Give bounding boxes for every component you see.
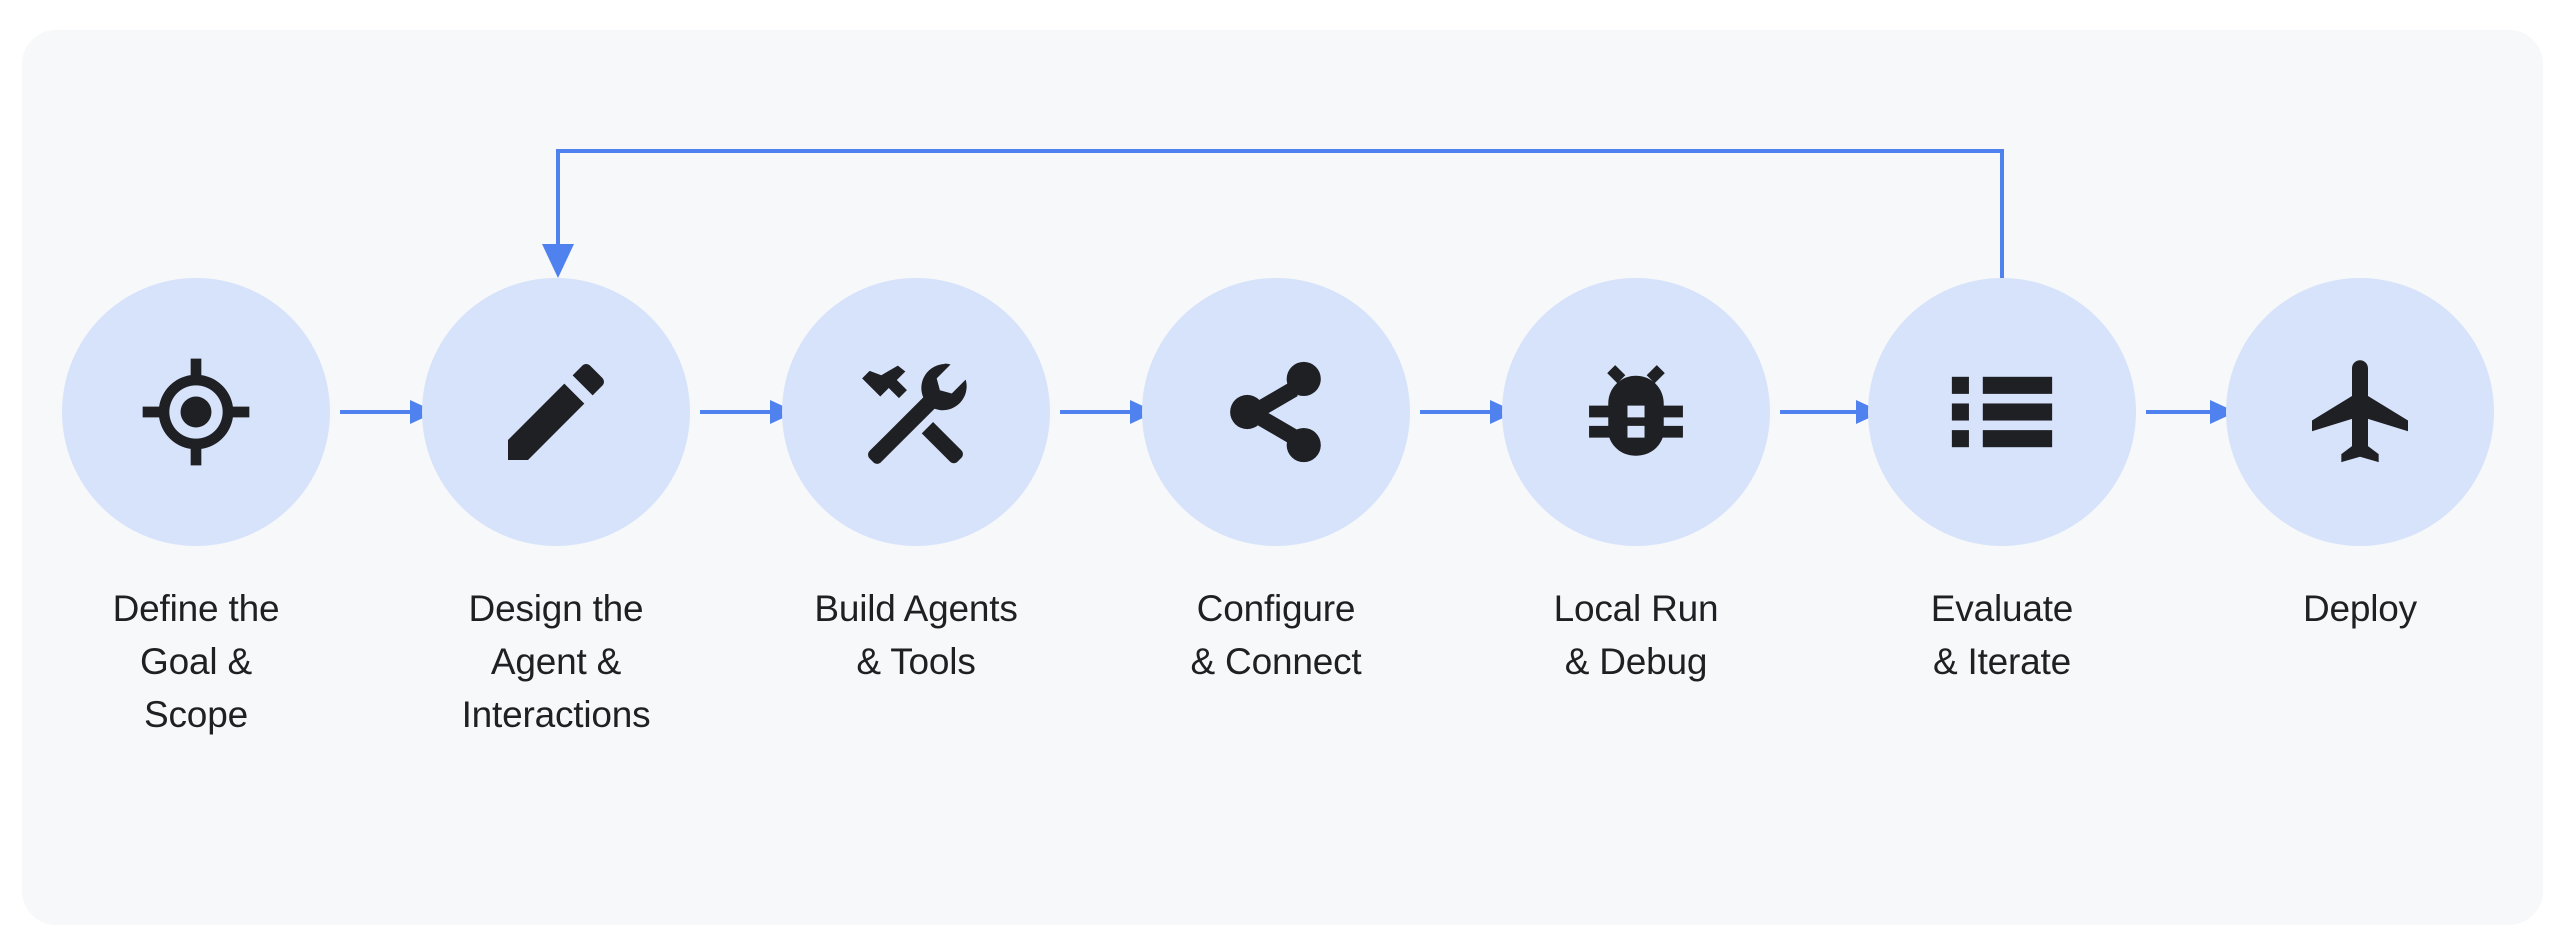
step-configure-connect[interactable]: Configure & Connect — [1126, 278, 1426, 688]
step-icon-badge[interactable] — [2226, 278, 2494, 546]
list-icon — [1951, 376, 2053, 448]
step-icon-badge[interactable] — [422, 278, 690, 546]
step-evaluate-iterate[interactable]: Evaluate & Iterate — [1852, 278, 2152, 688]
pencil-icon — [508, 363, 605, 460]
step-icon-badge[interactable] — [62, 278, 330, 546]
bug-icon — [1589, 365, 1683, 456]
step-label: Evaluate & Iterate — [1930, 588, 2074, 682]
step-label: Deploy — [2303, 588, 2417, 629]
step-label: Build Agents & Tools — [814, 588, 1018, 682]
step-local-run-debug[interactable]: Local Run & Debug — [1486, 278, 1786, 688]
share-network-icon — [1230, 361, 1321, 463]
step-build-agents-tools[interactable]: Build Agents & Tools — [766, 278, 1066, 688]
step-icon-badge[interactable] — [1142, 278, 1410, 546]
step-deploy[interactable]: Deploy — [2210, 278, 2510, 635]
airplane-icon — [2312, 360, 2408, 463]
step-label: Design the Agent & Interactions — [461, 588, 651, 735]
step-icon-badge[interactable] — [782, 278, 1050, 546]
step-label: Configure & Connect — [1190, 588, 1362, 682]
step-design-agent-interactions[interactable]: Design the Agent & Interactions — [406, 278, 706, 741]
step-icon-badge[interactable] — [1868, 278, 2136, 546]
step-define-goal-scope[interactable]: Define the Goal & Scope — [46, 278, 346, 741]
step-label: Define the Goal & Scope — [112, 588, 280, 735]
hammer-wrench-icon — [862, 363, 967, 464]
step-label: Local Run & Debug — [1553, 588, 1719, 682]
step-icon-badge[interactable] — [1502, 278, 1770, 546]
target-icon — [142, 358, 250, 466]
